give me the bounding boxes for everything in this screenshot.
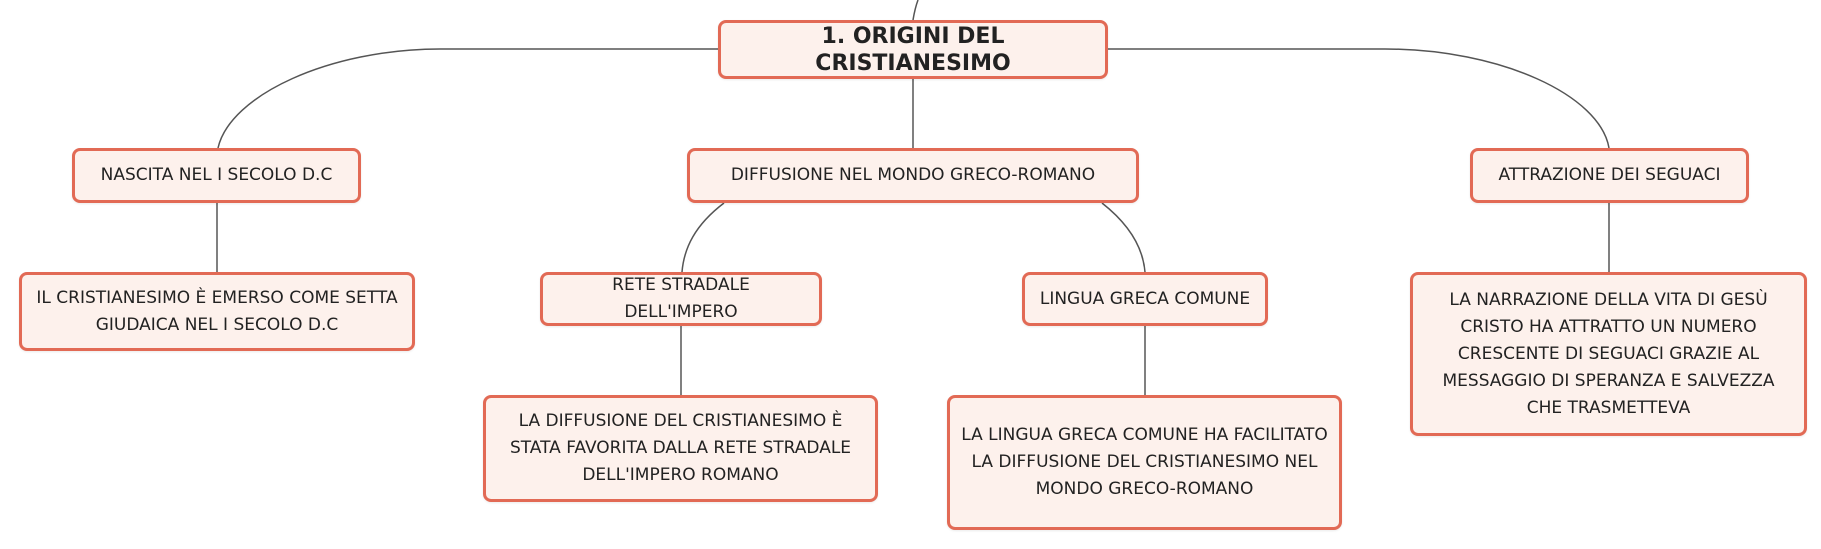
node-nascita-detail-text: IL CRISTIANESIMO È EMERSO COME SETTA GIU… [36, 287, 398, 335]
node-lingua-greca-label: LINGUA GRECA COMUNE [1039, 288, 1251, 309]
connector-root-attrazione [1108, 48, 1610, 149]
node-attrazione[interactable]: ATTRAZIONE DEI SEGUACI [1470, 148, 1749, 203]
node-rete-stradale[interactable]: RETE STRADALE DELL'IMPERO [540, 272, 822, 326]
connector-diffusione-lingua [1101, 202, 1146, 273]
node-lingua-greca[interactable]: LINGUA GRECA COMUNE [1022, 272, 1268, 326]
connector-incoming-root [912, 0, 919, 21]
connector-root-nascita [217, 48, 718, 149]
node-lingua-greca-detail[interactable]: LA LINGUA GRECA COMUNE HA FACILITATO LA … [947, 395, 1342, 530]
connector-diffusione-rete [681, 202, 725, 273]
node-lingua-greca-detail-text: LA LINGUA GRECA COMUNE HA FACILITATO LA … [961, 425, 1328, 499]
node-rete-stradale-detail-text: LA DIFFUSIONE DEL CRISTIANESIMO È STATA … [509, 411, 852, 485]
root-node[interactable]: 1. ORIGINI DEL CRISTIANESIMO [718, 20, 1108, 79]
node-nascita-detail[interactable]: IL CRISTIANESIMO È EMERSO COME SETTA GIU… [19, 272, 415, 351]
node-nascita[interactable]: NASCITA NEL I SECOLO D.C [72, 148, 361, 203]
node-diffusione-label: DIFFUSIONE NEL MONDO GRECO-ROMANO [730, 165, 1096, 185]
node-nascita-label: NASCITA NEL I SECOLO D.C [100, 165, 333, 185]
node-diffusione[interactable]: DIFFUSIONE NEL MONDO GRECO-ROMANO [687, 148, 1139, 203]
node-attrazione-label: ATTRAZIONE DEI SEGUACI [1498, 165, 1721, 185]
root-node-label: 1. ORIGINI DEL CRISTIANESIMO [815, 23, 1011, 76]
node-attrazione-detail-text: LA NARRAZIONE DELLA VITA DI GESÙ CRISTO … [1442, 289, 1775, 418]
node-rete-stradale-detail[interactable]: LA DIFFUSIONE DEL CRISTIANESIMO È STATA … [483, 395, 878, 502]
node-attrazione-detail[interactable]: LA NARRAZIONE DELLA VITA DI GESÙ CRISTO … [1410, 272, 1807, 436]
node-rete-stradale-label: RETE STRADALE DELL'IMPERO [612, 275, 750, 322]
